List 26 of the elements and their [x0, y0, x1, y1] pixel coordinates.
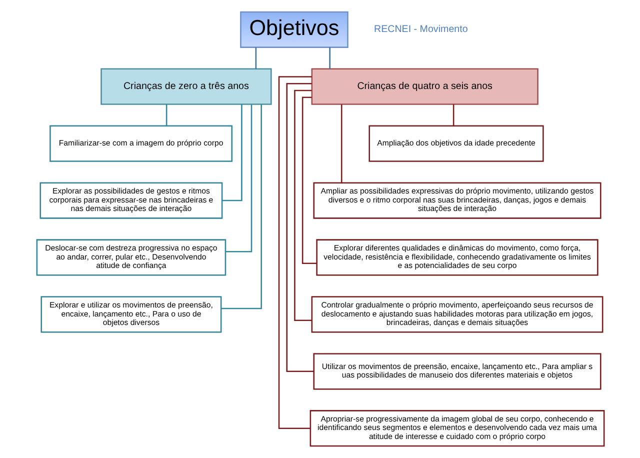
connector	[225, 104, 252, 252]
connector	[452, 104, 454, 126]
connector	[328, 47, 330, 69]
connector	[220, 104, 262, 310]
node-box: Ampliação dos objetivos da idade precedente	[368, 125, 544, 162]
connector	[286, 83, 314, 372]
label: RECNEI - Movimento	[374, 24, 468, 36]
node-box: Objetivos	[240, 11, 348, 48]
node-box: Utilizar os movimentos de preensão, encaixe, lançamento etc., Para ampliar s uas possibilidades de manuseio dos diferentes materiais e objetos	[312, 353, 601, 390]
node-box: Ampliar as possibilidades expressivas do próprio movimento, utilizando gestos diversos e o ritmo corporal nas suas brincadeiras, danças, jogos e demais situações de interação	[312, 182, 601, 219]
node-box: Explorar as possibilidades de gestos e ritmos corporais para expressar-se nas brincadeiras e nas demais situações de interação	[39, 182, 222, 219]
node-box: Deslocar-se com destreza progressiva no espaço ao andar, correr, pular etc., Desenvolvendo atitude de confiança	[36, 239, 226, 276]
node-box: Familiarizar-se com a imagem do próprio corpo	[49, 125, 232, 162]
node-box: Crianças de zero a três anos	[100, 68, 272, 105]
connector	[340, 104, 342, 182]
connector	[254, 47, 256, 69]
node-box: Explorar diferentes qualidades e dinâmicas do movimento, como força, velocidade, resistência e flexibilidade, conhecendo gradativamente os limites e as potencialidades de seu corpo	[316, 239, 598, 276]
node-box: Controlar gradualmente o próprio movimento, aperfeiçoando seus recursos de deslocamento e ajustando suas habilidades motoras para utilização em jogos, brincadeiras, danças e demais situações	[310, 296, 603, 333]
connector	[165, 104, 167, 126]
node-box: Apropriar-se progressivamente da imagem global de seu corpo, conhecendo e identificando seus segmentos e elementos e desenvolvendo cada vez mais uma atitude de interesse e cuidado com o próprio corpo	[309, 410, 604, 447]
connector	[222, 104, 242, 202]
node-box: Explorar e utilizar os movimentos de preensão, encaixe, lançamento etc., Para o uso de objetos diversos	[40, 296, 222, 333]
connector	[294, 90, 312, 321]
node-box: Crianças de quatro a seis anos	[310, 68, 538, 105]
connector	[301, 96, 316, 264]
connector	[278, 76, 312, 429]
